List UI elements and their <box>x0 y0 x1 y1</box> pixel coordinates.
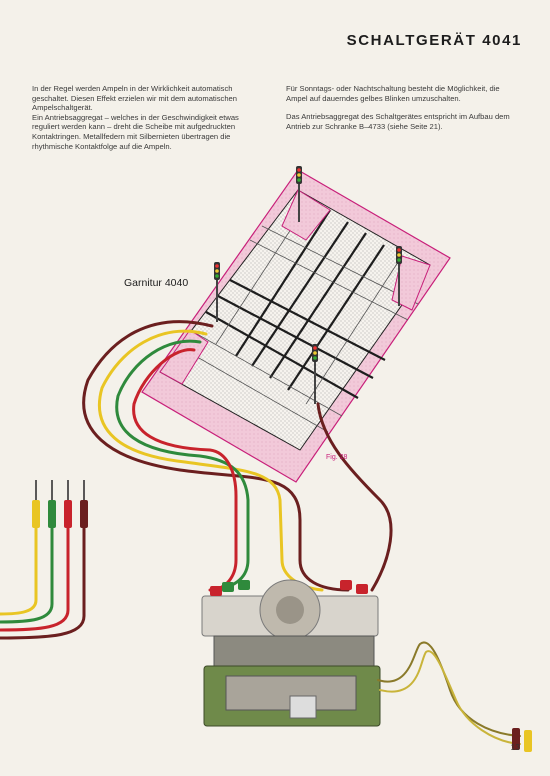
text-column-left: In der Regel werden Ampeln in der Wirkli… <box>32 84 268 151</box>
plug-icon <box>80 480 88 616</box>
paragraph: In der Regel werden Ampeln in der Wirkli… <box>32 84 237 113</box>
figure-caption: Fig. 28 <box>326 454 348 461</box>
switching-device <box>201 579 381 727</box>
text-column-right: Für Sonntags- oder Nachtschaltung besteh… <box>286 84 522 131</box>
paragraph: Das Antriebsaggregat des Schaltgerätes e… <box>286 112 510 131</box>
plug-icon <box>64 480 72 610</box>
street-crossing <box>141 169 451 483</box>
plug-icon <box>512 728 532 752</box>
page-number: 13 <box>510 742 520 752</box>
plug-icon <box>48 480 56 604</box>
traffic-light-icon <box>396 246 402 306</box>
traffic-light-icon <box>312 344 318 404</box>
paragraph: Für Sonntags- oder Nachtschaltung besteh… <box>286 84 500 103</box>
page-title: SCHALTGERÄT 4041 <box>346 32 522 49</box>
traffic-light-icon <box>296 166 302 222</box>
traffic-light-icon <box>214 262 220 322</box>
figure-label-garnitur: Garnitur 4040 <box>124 277 189 289</box>
power-cable <box>377 641 521 745</box>
wires <box>82 320 393 592</box>
plug-icon <box>32 480 40 600</box>
feed-wires <box>0 598 86 640</box>
paragraph: Ein Antriebsaggregat – welches in der Ge… <box>32 112 239 151</box>
